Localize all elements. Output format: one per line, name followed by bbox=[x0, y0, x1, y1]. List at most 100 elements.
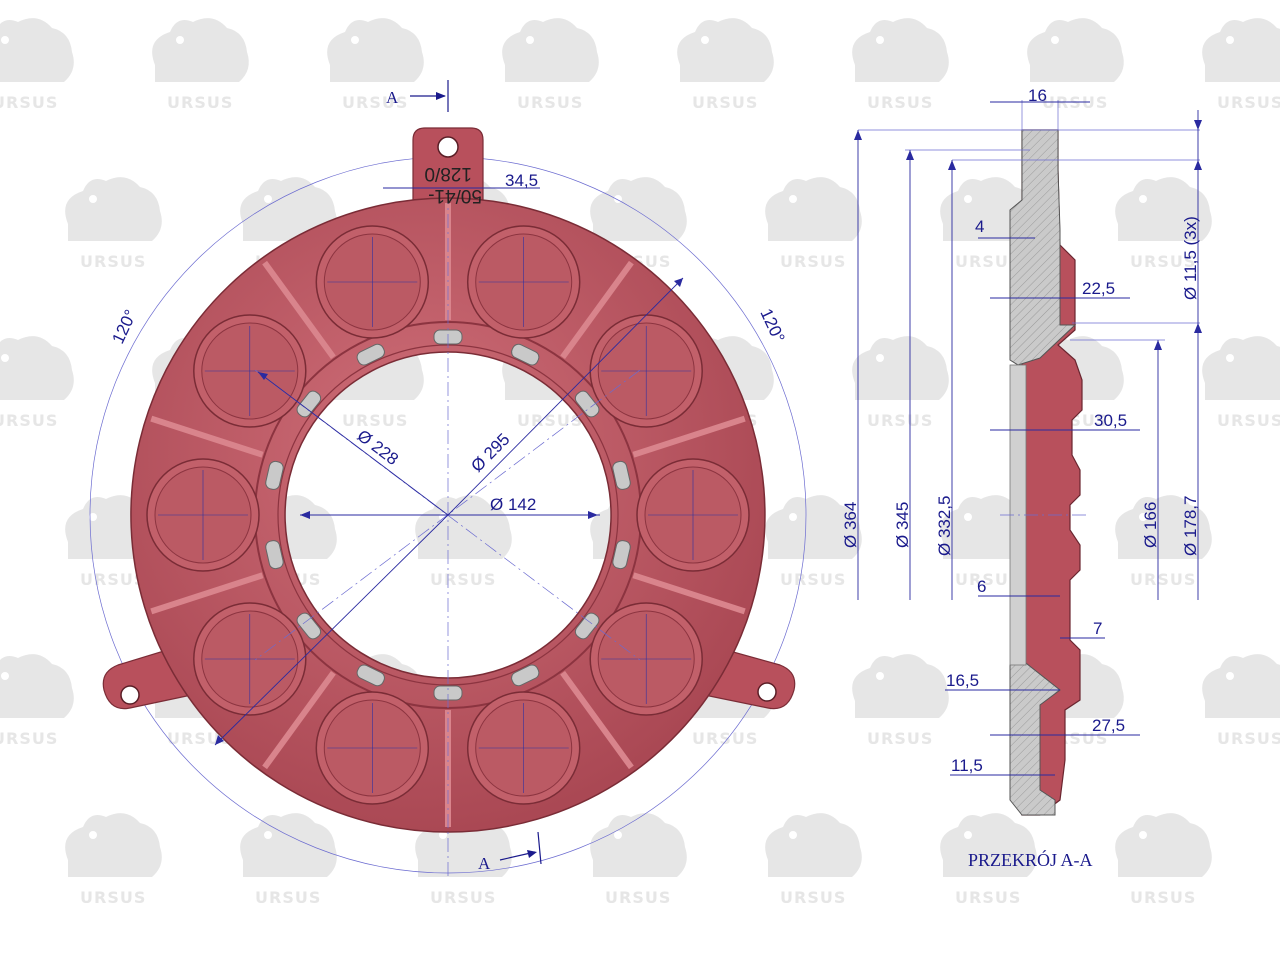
slot bbox=[265, 460, 284, 490]
lug-hole-left bbox=[120, 685, 140, 705]
watermark-brand: URSUS bbox=[867, 729, 933, 748]
watermark-logo: URSUS bbox=[327, 18, 424, 112]
watermark-brand: URSUS bbox=[0, 93, 58, 112]
watermark-brand: URSUS bbox=[1130, 252, 1196, 271]
spring-pocket bbox=[589, 314, 703, 428]
watermark-brand: URSUS bbox=[1130, 888, 1196, 907]
spring-pocket bbox=[193, 314, 307, 428]
ribs bbox=[150, 203, 746, 827]
watermark-logo: URSUS bbox=[590, 813, 687, 907]
watermark-logo: URSUS bbox=[940, 495, 1037, 589]
watermark-brand: URSUS bbox=[430, 570, 496, 589]
watermark-logo: URSUS bbox=[940, 177, 1037, 271]
slot bbox=[356, 664, 385, 687]
section-label-bottom: A bbox=[478, 854, 491, 873]
watermark-brand: URSUS bbox=[955, 570, 1021, 589]
dim-t7: 7 bbox=[1093, 619, 1102, 638]
watermark-logo: URSUS bbox=[1202, 18, 1280, 112]
dimension-lines-horizontal bbox=[945, 101, 1140, 776]
watermark-logo: URSUS bbox=[502, 18, 599, 112]
part-number: 50/41- 128/0 bbox=[424, 163, 482, 206]
dim-line-295 bbox=[447, 277, 684, 516]
section-hatch-top bbox=[1009, 129, 1077, 366]
watermark-brand: URSUS bbox=[1042, 93, 1108, 112]
watermark-brand: URSUS bbox=[780, 252, 846, 271]
spring-pocket bbox=[315, 691, 430, 805]
front-view: A A 50/41- 128/0 34,5 120° 120° Ø 228 Ø … bbox=[89, 80, 807, 880]
watermark-logo: URSUS bbox=[0, 336, 74, 430]
dim-d364: Ø 364 bbox=[841, 502, 860, 548]
watermark-brand: URSUS bbox=[780, 888, 846, 907]
watermark-brand: URSUS bbox=[517, 93, 583, 112]
watermark-logo: URSUS bbox=[65, 495, 162, 589]
dim-d142: Ø 142 bbox=[490, 495, 536, 514]
spring-pocket bbox=[466, 691, 581, 805]
dimension-arrows bbox=[854, 120, 1202, 350]
arrow-228 bbox=[258, 372, 268, 380]
dim-line-295-b bbox=[214, 514, 449, 746]
watermark-brand: URSUS bbox=[605, 888, 671, 907]
spring-pockets bbox=[146, 225, 750, 805]
lug-hole-right bbox=[757, 682, 777, 702]
watermark-logo: URSUS bbox=[765, 177, 862, 271]
watermark-logo: URSUS bbox=[415, 495, 512, 589]
watermark-logo: URSUS bbox=[1115, 813, 1212, 907]
spring-pocket bbox=[589, 602, 703, 716]
dim-d11-5-3x: Ø 11,5 (3x) bbox=[1181, 216, 1200, 300]
slot bbox=[296, 612, 322, 640]
dim-t4: 4 bbox=[975, 217, 984, 236]
arrow-295-b bbox=[215, 735, 224, 745]
watermark-logo: URSUS bbox=[240, 813, 337, 907]
rib bbox=[632, 415, 746, 458]
watermark-brand: URSUS bbox=[517, 411, 583, 430]
watermark-brand: URSUS bbox=[1217, 729, 1280, 748]
watermark-logo: URSUS bbox=[0, 18, 74, 112]
watermark-logo: URSUS bbox=[65, 813, 162, 907]
rib bbox=[262, 260, 336, 360]
watermark-brand: URSUS bbox=[1217, 411, 1280, 430]
watermark-logo: URSUS bbox=[677, 18, 774, 112]
watermark-logo: URSUS bbox=[852, 336, 949, 430]
watermark-logo: URSUS bbox=[415, 813, 512, 907]
watermark-brand: URSUS bbox=[80, 888, 146, 907]
watermark-brand: URSUS bbox=[1130, 570, 1196, 589]
watermark-brand: URSUS bbox=[955, 252, 1021, 271]
watermark-logo: URSUS bbox=[65, 177, 162, 271]
watermark-logo: URSUS bbox=[765, 495, 862, 589]
spring-pocket bbox=[466, 225, 581, 339]
watermark-logo: URSUS bbox=[765, 813, 862, 907]
watermark-brand: URSUS bbox=[0, 411, 58, 430]
watermark-logo: URSUS bbox=[152, 18, 249, 112]
section-hatch-bottom bbox=[1009, 659, 1061, 816]
slot bbox=[511, 664, 540, 687]
slot bbox=[574, 390, 600, 418]
arrow-295 bbox=[674, 278, 683, 287]
arrow-142-l bbox=[300, 511, 310, 519]
spring-pocket bbox=[146, 458, 260, 572]
watermark-brand: URSUS bbox=[0, 729, 58, 748]
dim-d166: Ø 166 bbox=[1141, 502, 1160, 548]
dim-d178-7: Ø 178,7 bbox=[1181, 496, 1200, 557]
watermark-brand: URSUS bbox=[342, 411, 408, 430]
dim-lug-offset: 34,5 bbox=[505, 171, 538, 190]
watermark-brand: URSUS bbox=[692, 729, 758, 748]
slot bbox=[612, 460, 631, 490]
watermark-logo: URSUS bbox=[852, 18, 949, 112]
rib bbox=[560, 670, 634, 770]
watermark-brand: URSUS bbox=[955, 888, 1021, 907]
rib bbox=[632, 572, 746, 615]
watermark-brand: URSUS bbox=[80, 252, 146, 271]
dim-t22-5: 22,5 bbox=[1082, 279, 1115, 298]
rib bbox=[560, 260, 634, 360]
extension-lines bbox=[858, 100, 1200, 341]
spring-pocket bbox=[193, 602, 307, 716]
dim-d345: Ø 345 bbox=[893, 502, 912, 548]
slot bbox=[265, 540, 284, 570]
dim-d332-5: Ø 332,5 bbox=[935, 496, 954, 557]
watermark-logo: URSUS bbox=[1202, 654, 1280, 748]
rib bbox=[262, 670, 336, 770]
dim-t16-5: 16,5 bbox=[946, 671, 979, 690]
slot bbox=[511, 343, 540, 366]
dim-angle-right: 120° bbox=[756, 306, 788, 346]
